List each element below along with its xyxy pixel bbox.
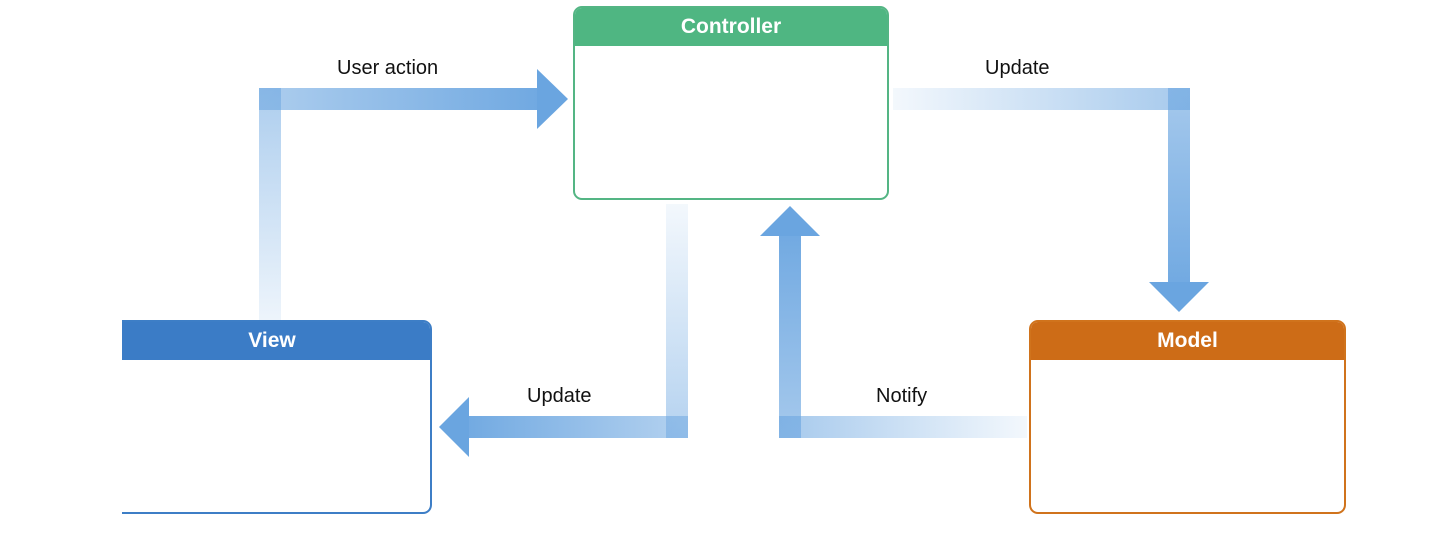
- controller-title: Controller: [575, 8, 887, 46]
- arrow-update-model: [893, 88, 1209, 312]
- notify-label: Notify: [876, 385, 928, 407]
- model-title: Model: [1031, 322, 1344, 360]
- crop-mask: [0, 310, 122, 534]
- arrow-update-view: [439, 204, 688, 457]
- arrow-user-action: [259, 69, 568, 320]
- user-action-label: User action: [337, 57, 439, 79]
- arrow-notify: [760, 206, 1027, 438]
- update-view-label: Update: [527, 385, 592, 407]
- view-title: View: [114, 322, 430, 360]
- model-box: Model: [1029, 320, 1346, 514]
- update-model-label: Update: [985, 57, 1050, 79]
- controller-box: Controller: [573, 6, 889, 200]
- view-box: View: [112, 320, 432, 514]
